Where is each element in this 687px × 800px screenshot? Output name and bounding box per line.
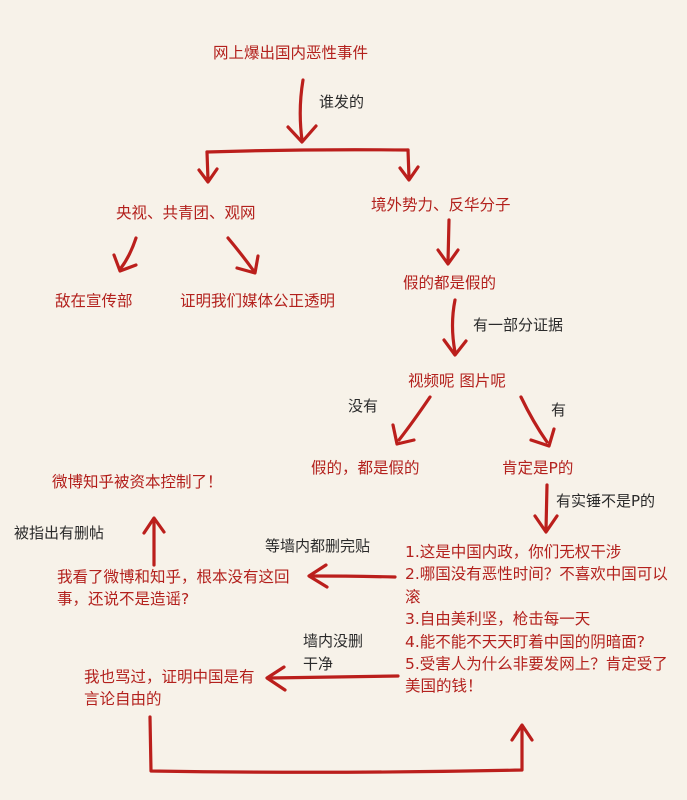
edge-label-not-clean: 墙内没删干净 (303, 632, 364, 673)
arrow-none (397, 395, 432, 442)
arrow-root-down-head (286, 124, 318, 144)
node-excuse-list: 1.这是中国内政，你们无权干涉 2.哪国没有恶性时间？不喜欢中国可以滚 3.自由… (405, 541, 673, 698)
arrow-right-fake (446, 218, 451, 264)
arrow-left-b-head (235, 254, 260, 275)
node-fake-all-fake: 假的，都是假的 (311, 459, 420, 477)
list-item: 1.这是中国内政，你们无权干涉 (405, 543, 622, 561)
node-propaganda-enemy: 敌在宣传部 (55, 292, 133, 310)
arrow-have (519, 395, 549, 444)
arrow-right-fake-head (436, 248, 460, 266)
node-state-media: 央视、共青团、观网 (116, 204, 256, 222)
list-item: 3.自由美利坚，枪击每一天 (405, 610, 591, 629)
edge-label-deleted-all: 等墙内都删完贴 (265, 537, 371, 555)
node-all-fake: 假的都是假的 (403, 274, 497, 292)
arrow-left-a-head (112, 253, 138, 273)
arrow-split-right (406, 148, 411, 180)
list-item: 5.受害人为什么非要发网上？肯定受了美国的钱！ (405, 655, 668, 696)
edge-label-none: 没有 (348, 397, 379, 415)
arrow-to-rumor-head (307, 563, 329, 589)
arrow-left-a (119, 236, 138, 270)
node-media-transparent: 证明我们媒体公正透明 (180, 292, 336, 310)
node-where-video: 视频呢 图片呢 (408, 372, 506, 390)
arrow-solid (544, 483, 549, 532)
arrow-to-freespeech (268, 674, 400, 680)
arrow-solid-head (533, 514, 559, 534)
node-root: 网上爆出国内恶性事件 (213, 44, 369, 62)
arrow-fake-ask (450, 298, 457, 354)
edge-label-have: 有 (551, 401, 567, 419)
arrow-to-freespeech-head (265, 665, 287, 692)
arrow-to-capital-head (142, 516, 166, 535)
arrow-fake-ask-head (442, 338, 468, 357)
node-photoshopped: 肯定是P的 (502, 459, 574, 477)
arrow-split-left (205, 150, 210, 182)
arrow-loop-head (510, 723, 534, 742)
list-item: 4.能不能不天天盯着中国的阴暗面? (405, 632, 646, 651)
list-item: 2.哪国没有恶性时间？不喜欢中国可以滚 (405, 565, 668, 606)
arrow-to-rumor (310, 574, 397, 579)
arrow-split-left-head (197, 167, 219, 184)
arrow-split-bar (205, 148, 410, 154)
arrow-root-down (298, 78, 305, 142)
node-rumor-claim: 我看了微博和知乎，根本没有这回事，还说不是造谣? (57, 568, 290, 608)
node-foreign-forces: 境外势力、反华分子 (371, 196, 511, 214)
node-free-speech: 我也骂过，证明中国是有言论自由的 (84, 668, 255, 708)
edge-label-solid-evidence: 有实锤不是P的 (556, 492, 656, 510)
arrow-none-head (391, 423, 416, 446)
arrow-split-right-head (398, 165, 420, 182)
arrow-have-head (529, 427, 556, 448)
arrow-left-b (226, 236, 255, 272)
arrow-loop (148, 715, 524, 774)
edge-label-caught-deleting: 被指出有删帖 (14, 524, 105, 542)
edge-label-who-posted: 谁发的 (319, 93, 365, 111)
edge-label-some-evidence: 有一部分证据 (473, 316, 564, 334)
node-capital-controlled: 微博知乎被资本控制了！ (52, 473, 223, 491)
